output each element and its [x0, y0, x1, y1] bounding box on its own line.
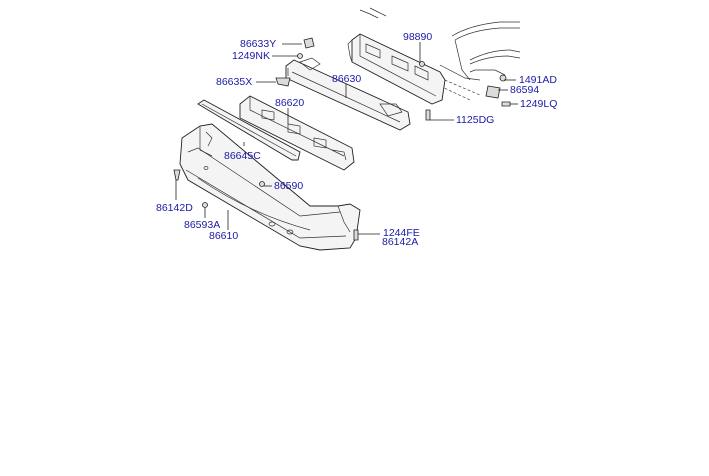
label-1125dg[interactable]: 1125DG	[456, 114, 494, 126]
screw-86142d[interactable]	[173, 169, 181, 181]
label-86590[interactable]: 86590	[274, 180, 303, 192]
label-86620[interactable]: 86620	[275, 97, 304, 109]
label-86630[interactable]: 86630	[332, 73, 361, 85]
label-1244fe[interactable]: 1244FE	[383, 227, 420, 239]
rear-beam-part[interactable]	[347, 33, 446, 105]
bolt-1125dg[interactable]	[425, 109, 431, 121]
bracket-86635x[interactable]	[275, 77, 291, 87]
bumper-cover-86610-part[interactable]	[179, 123, 361, 251]
screw-1244fe[interactable]	[353, 229, 359, 241]
label-86142d[interactable]: 86142D	[156, 202, 193, 214]
label-86645c[interactable]: 86645C	[224, 150, 261, 162]
clip-86593a[interactable]	[202, 202, 208, 208]
label-1491ad[interactable]: 1491AD	[519, 74, 557, 86]
screw-1249nk[interactable]	[297, 53, 303, 59]
label-86142a[interactable]: 86142A	[382, 236, 418, 248]
label-1249nk[interactable]: 1249NK	[232, 50, 270, 62]
screw-1249lq[interactable]	[501, 101, 511, 107]
clip-86590[interactable]	[259, 181, 265, 187]
label-98890[interactable]: 98890	[403, 31, 432, 43]
bolt-1491ad[interactable]	[499, 74, 507, 82]
label-86593a[interactable]: 86593A	[184, 219, 220, 231]
leader-lines	[175, 42, 518, 235]
fastener-86633y[interactable]	[303, 37, 315, 49]
part-labels: 86633Y 1249NK 98890 86635X 86630 1491AD …	[156, 31, 557, 248]
label-86633y[interactable]: 86633Y	[240, 38, 276, 50]
label-86635x[interactable]: 86635X	[216, 76, 252, 88]
label-1249lq[interactable]: 1249LQ	[520, 98, 557, 110]
vehicle-body-outline	[359, 7, 521, 101]
bracket-86594[interactable]	[485, 85, 501, 99]
label-86594[interactable]: 86594	[510, 84, 539, 96]
clip-98890[interactable]	[419, 61, 425, 67]
energy-absorber-86620-part[interactable]	[239, 95, 355, 171]
bumper-strip-86645c-part[interactable]	[197, 99, 301, 161]
label-86610[interactable]: 86610	[209, 230, 238, 242]
